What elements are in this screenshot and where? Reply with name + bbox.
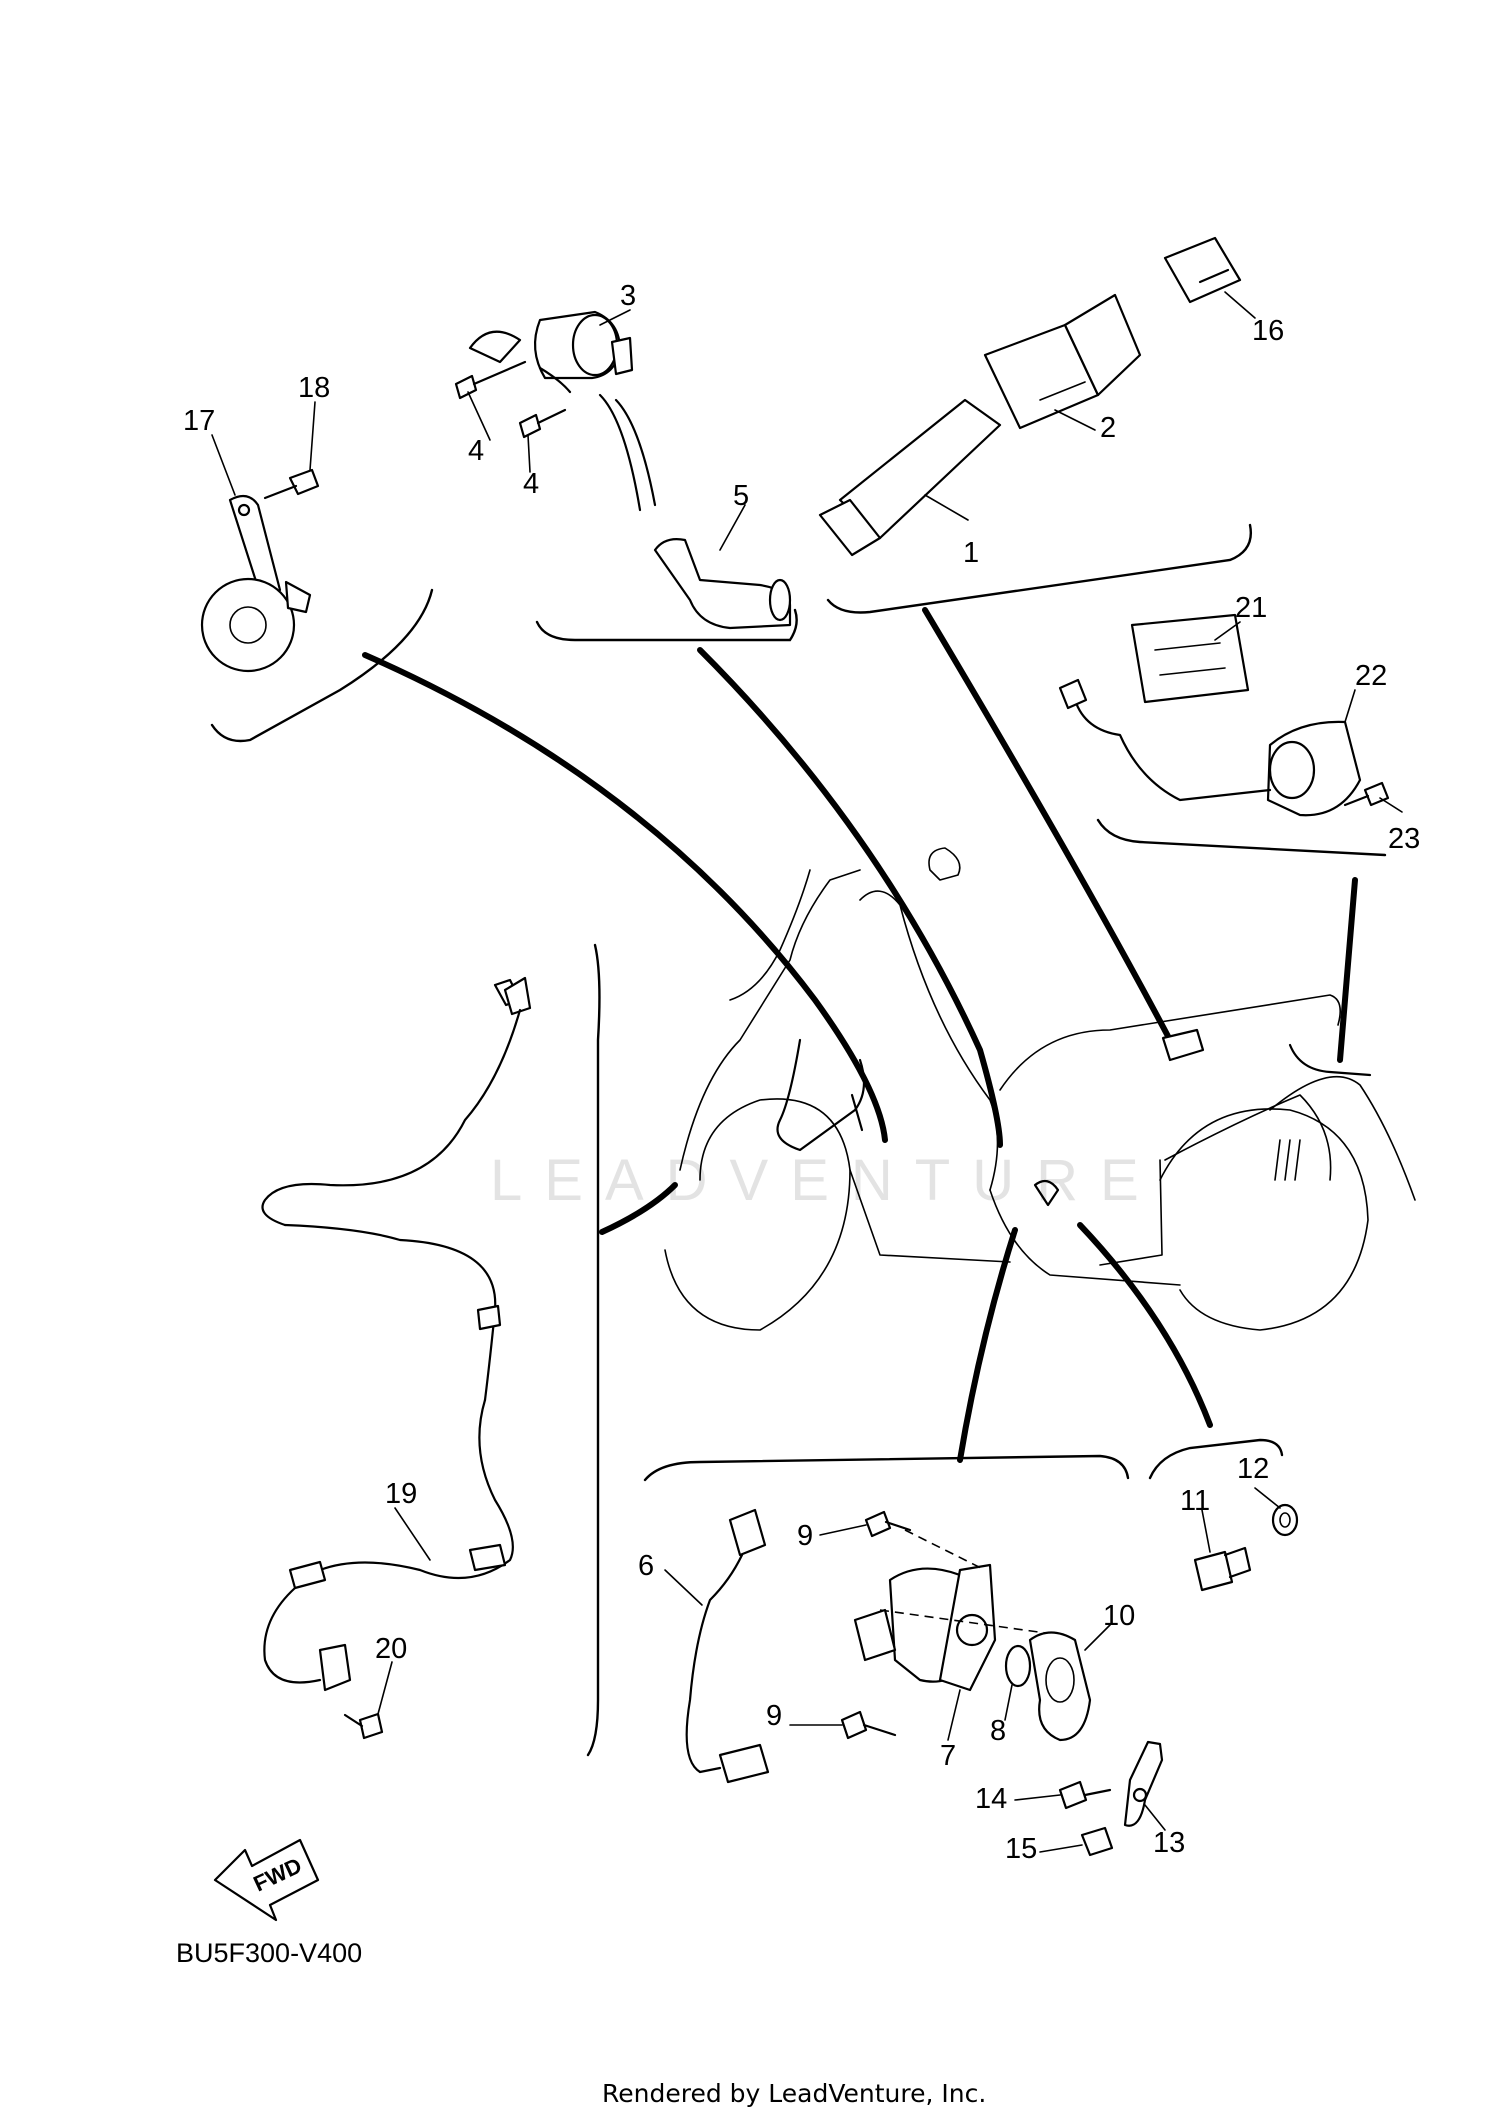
callout-23: 23 [1388, 823, 1420, 855]
screw-b [518, 408, 567, 439]
callout-11: 11 [1180, 1485, 1210, 1517]
solenoid-bolt-lower [840, 1710, 897, 1740]
callout-22: 22 [1355, 660, 1387, 692]
callout-20: 20 [375, 1633, 407, 1665]
horn-bolt [263, 468, 320, 500]
relay-box [818, 398, 1002, 557]
callout-2: 2 [1100, 412, 1116, 444]
callout-10: 10 [1103, 1600, 1135, 1632]
neutral-switch [1193, 1546, 1252, 1592]
callout-1: 1 [963, 537, 979, 569]
callout-4a: 4 [468, 435, 484, 467]
solenoid-bolt-upper [864, 1510, 986, 1571]
callout-21: 21 [1235, 592, 1267, 624]
callout-17: 17 [183, 405, 215, 437]
license-light [1058, 678, 1362, 817]
clip [1080, 1826, 1114, 1857]
callout-19: 19 [385, 1478, 417, 1510]
callout-8: 8 [990, 1715, 1006, 1747]
forward-arrow-icon: FWD [213, 1838, 320, 1922]
screw-a [454, 360, 527, 400]
diagram-code: BU5F300-V400 [176, 1938, 362, 1968]
callout-4b: 4 [523, 468, 539, 500]
washer [1271, 1503, 1299, 1537]
callout-ticks [211, 291, 1403, 1853]
footer-credit: Rendered by LeadVenture, Inc. [602, 2079, 986, 2108]
callout-9b: 9 [766, 1700, 782, 1732]
motorcycle-outline [664, 847, 1416, 1331]
relay-connector [983, 293, 1142, 430]
leader-lines [362, 607, 1358, 1463]
o2-sensor [685, 1508, 770, 1784]
starter-relay-cylinder [468, 310, 657, 512]
callout-18: 18 [298, 372, 330, 404]
callout-9a: 9 [797, 1520, 813, 1552]
callout-13: 13 [1153, 1827, 1185, 1859]
bracket-bolt [1058, 1780, 1112, 1810]
callout-3: 3 [620, 280, 636, 312]
callout-labels: 1 2 3 4 4 5 6 7 8 9 9 10 11 12 13 14 15 … [183, 280, 1420, 1865]
callout-12: 12 [1237, 1453, 1269, 1485]
callout-6: 6 [638, 1550, 654, 1582]
bracket [1123, 1740, 1164, 1827]
wheel-speed-sensor-harness [261, 976, 532, 1692]
callout-14: 14 [975, 1783, 1007, 1815]
sensor-bolt [343, 1712, 384, 1740]
callout-7: 7 [940, 1740, 956, 1772]
group-frames [210, 523, 1387, 1757]
plug-cap [653, 538, 792, 630]
relay-cover [1163, 236, 1242, 304]
callout-16: 16 [1252, 315, 1284, 347]
gasket [1028, 1631, 1092, 1742]
horn [200, 494, 312, 673]
solenoid-assembly [853, 1563, 1061, 1692]
callout-5: 5 [733, 480, 749, 512]
watermark-text: LEADVENTURE [490, 1148, 1161, 1213]
o-ring [1004, 1644, 1032, 1688]
callout-15: 15 [1005, 1833, 1037, 1865]
